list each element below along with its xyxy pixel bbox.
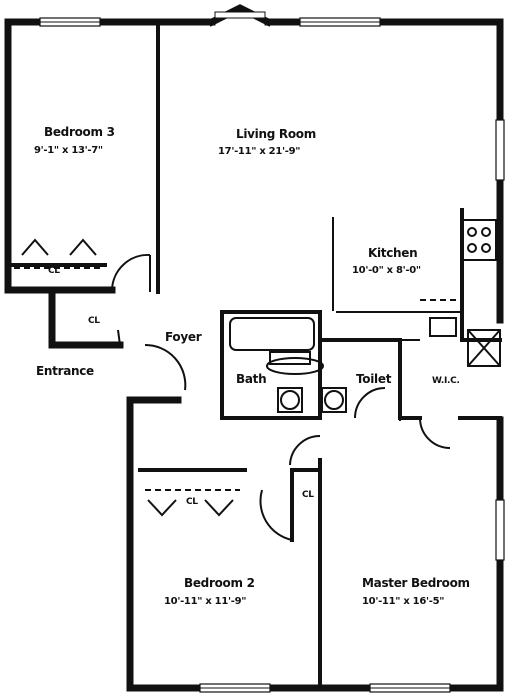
windows <box>39 11 505 693</box>
kitchen-label: Kitchen <box>368 246 418 260</box>
closet-doors-b3 <box>21 238 97 256</box>
closet-shelves <box>14 267 460 491</box>
bedroom3-dims: 9'-1" x 13'-7" <box>34 145 103 156</box>
toilet-label: Toilet <box>356 372 392 386</box>
bedroom2-label: Bedroom 2 <box>184 576 255 590</box>
closet-label-foyer: CL <box>88 316 100 326</box>
closet-label-b3: CL <box>48 266 60 276</box>
entrance-label: Entrance <box>36 364 94 378</box>
closet-label-b2: CL <box>186 497 198 507</box>
bath-fixtures <box>229 317 347 413</box>
master-bedroom-dims: 10'-11" x 16'-5" <box>362 596 445 607</box>
kitchen-fixtures <box>336 219 501 367</box>
closet-doors-b2 <box>147 499 234 517</box>
closet-label-hall: CL <box>302 490 314 500</box>
bedroom3-label: Bedroom 3 <box>44 125 115 139</box>
bath-label: Bath <box>236 372 267 386</box>
door-swings <box>111 253 451 541</box>
bedroom2-dims: 10'-11" x 11'-9" <box>164 596 247 607</box>
foyer-label: Foyer <box>165 330 202 344</box>
master-bedroom-label: Master Bedroom <box>362 576 470 590</box>
living-room-dims: 17'-11" x 21'-9" <box>218 146 301 157</box>
kitchen-dims: 10'-0" x 8'-0" <box>352 265 421 276</box>
living-room-label: Living Room <box>236 127 316 141</box>
wic-label: W.I.C. <box>432 376 460 386</box>
